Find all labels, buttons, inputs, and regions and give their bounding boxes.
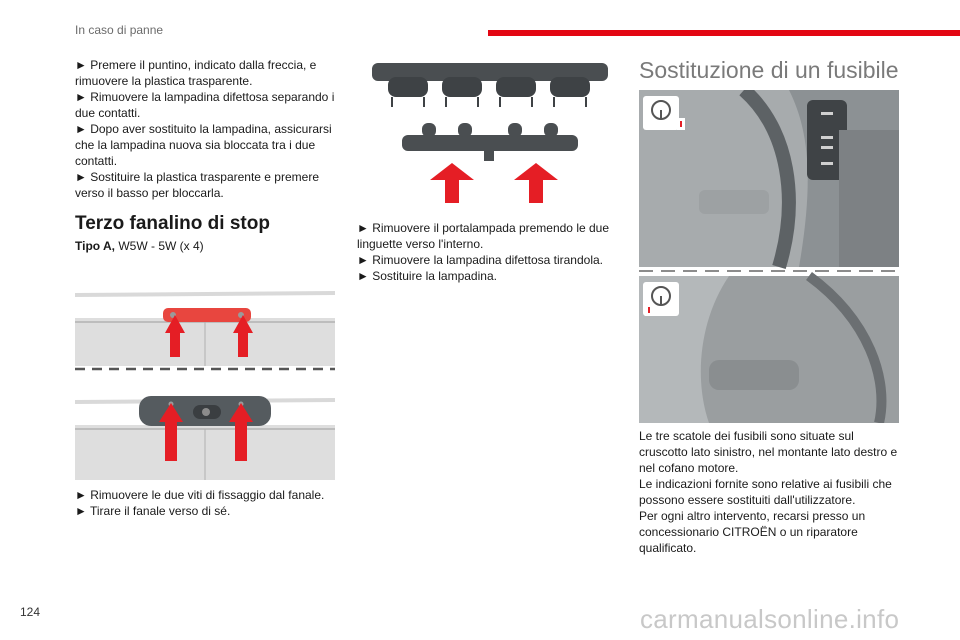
lamp-holder-illustration [372,63,608,203]
paragraph: Le tre scatole dei fusibili sono situate… [639,429,898,475]
left-bottom-instructions: ► Rimuovere le due viti di fissaggio dal… [75,487,337,519]
instruction-bullet: ► Sostituire la plastica trasparente e p… [75,170,319,200]
arrow-up-icon [233,315,253,333]
dashboard-fuse-illustration [639,90,899,423]
instruction-bullet: ► Premere il puntino, indicato dalla fre… [75,58,317,88]
instruction-bullet: ► Rimuovere la lampadina difettosa tiran… [357,253,604,267]
paragraph: Le indicazioni fornite sono relative ai … [639,477,892,507]
arrow-up-icon [514,163,558,180]
arrow-up-icon [165,315,185,333]
section-title-third-brake-light: Terzo fanalino di stop [75,213,270,234]
instruction-bullet: ► Sostituire la lampadina. [357,269,497,283]
steering-controls [807,100,847,180]
instruction-bullet: ► Rimuovere la lampadina difettosa separ… [75,90,335,120]
brake-light-lens [163,308,251,322]
instruction-bullet: ► Dopo aver sostituito la lampadina, ass… [75,122,332,168]
header-accent-bar [488,30,960,36]
arrow-up-icon [229,403,253,422]
brake-light-illustration [75,291,335,480]
left-column: ► Premere il puntino, indicato dalla fre… [75,57,337,201]
paragraph: Per ogni altro intervento, recarsi press… [639,509,866,555]
arrow-up-icon [430,163,474,180]
bulb-type-value: W5W - 5W (x 4) [118,239,204,253]
middle-column: ► Rimuovere il portalampada premendo le … [357,220,619,284]
watermark: carmanualsonline.info [640,604,900,634]
lamp-holder [402,135,578,151]
section-title-fuse-replacement: Sostituzione di un fusibile [639,57,899,83]
bulb-type-label: Tipo A, [75,239,115,253]
instruction-bullet: ► Rimuovere le due viti di fissaggio dal… [75,488,325,502]
page-number: 124 [20,605,41,619]
instruction-bullet: ► Rimuovere il portalampada premendo le … [357,221,610,251]
section-header-title: In caso di panne [75,23,164,37]
arrow-up-icon [159,403,183,422]
bulb-type-line: Tipo A, W5W - 5W (x 4) [75,239,204,253]
instruction-bullet: ► Tirare il fanale verso di sé. [75,504,231,518]
right-column-text: Le tre scatole dei fusibili sono situate… [639,428,901,556]
